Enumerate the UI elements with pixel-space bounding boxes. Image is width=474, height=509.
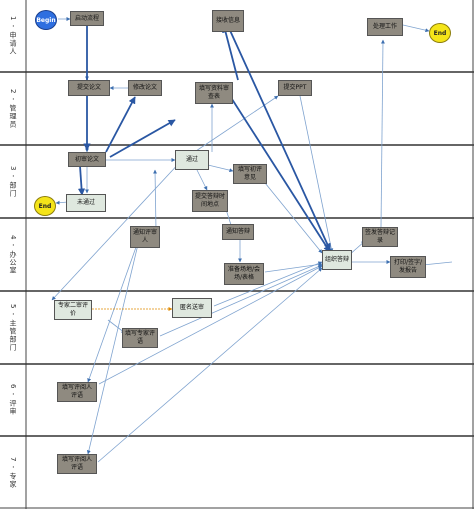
lane-label-1: 1 - 申请人 [9,16,17,56]
issue-record-node[interactable]: 签发答辩记录 [362,227,398,247]
end-node-top[interactable]: End [429,23,451,43]
fill-review-node[interactable]: 填写初评意见 [233,164,267,184]
fill-grade-node-a[interactable]: 填写评阅人评语 [57,382,97,402]
expert-review-node[interactable]: 专家二审评价 [54,300,92,320]
lane-label-7: 7 - 专家 [9,456,17,489]
prepare-venue-node[interactable]: 准备场地/会场/表格 [224,263,264,285]
anonymous-review-node[interactable]: 匿名送审 [172,298,212,318]
fill-grade-node-b[interactable]: 填写评阅人评语 [57,454,97,474]
lane-label-3: 3 - 部门 [9,165,17,198]
fill-expert-comment-node[interactable]: 填写专家评语 [122,328,158,348]
fill-form-node[interactable]: 填写资料审查表 [195,82,233,104]
organize-defense-node[interactable]: 组织答辩 [322,250,352,270]
start-application-node[interactable]: 启动流程 [70,11,104,26]
end-node-left[interactable]: End [34,196,56,216]
handle-work-node[interactable]: 处理工作 [367,18,403,36]
pass-node[interactable]: 通过 [175,150,209,170]
submit-defense-node[interactable]: 提交答辩时间地点 [192,190,228,212]
review-paper-node[interactable]: 初审论文 [68,152,106,167]
print-sign-node[interactable]: 打印/签字/发报告 [390,256,426,278]
receive-info-node[interactable]: 接收信息 [212,10,244,32]
notify-defense-node[interactable]: 通知答辩 [222,224,254,240]
submit-paper-node[interactable]: 提交论文 [68,80,110,96]
notify-review-node[interactable]: 通知评审人 [130,226,160,248]
lane-label-5: 5 - 主管部门 [9,303,17,352]
lane-label-2: 2 - 管理员 [9,88,17,129]
lane-label-4: 4 - 办公室 [9,234,17,275]
submit-ppt-node[interactable]: 提交PPT [278,80,312,96]
start-node[interactable]: Begin [35,10,57,30]
not-pass-node[interactable]: 未通过 [66,194,106,212]
edit-paper-node[interactable]: 修改论文 [128,80,162,96]
lane-label-6: 6 - 评审 [9,384,17,416]
